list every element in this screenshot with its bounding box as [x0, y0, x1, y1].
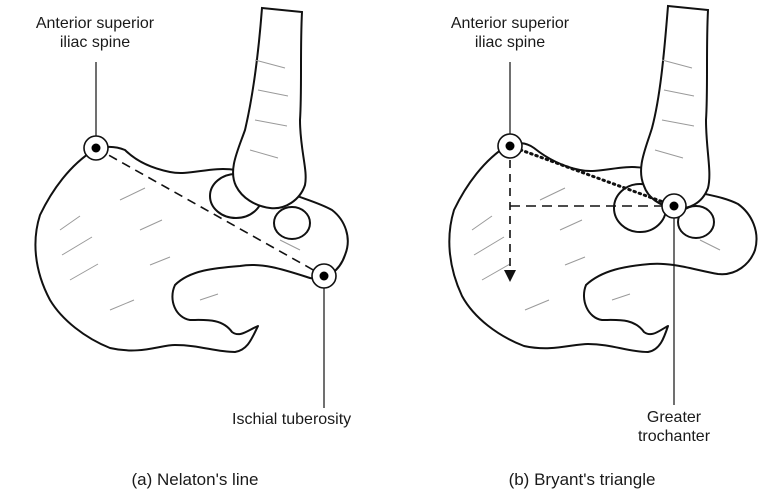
label-asis-b-line1: Anterior superior	[451, 14, 569, 33]
caption-b: (b) Bryant's triangle	[509, 470, 656, 490]
pelvis-outline-b	[449, 143, 756, 352]
landmark-asis-a	[84, 136, 108, 160]
panel-a-illustration	[35, 8, 347, 408]
femur-shaft-b	[641, 6, 709, 208]
label-asis-a: Anterior superior iliac spine	[36, 14, 154, 52]
label-asis-a-line2: iliac spine	[36, 33, 154, 52]
caption-a: (a) Nelaton's line	[131, 470, 258, 490]
label-trochanter-line2: trochanter	[638, 427, 710, 446]
label-ischial-tuberosity: Ischial tuberosity	[232, 410, 351, 429]
landmark-greater-trochanter	[662, 194, 686, 218]
landmark-asis-b	[498, 134, 522, 158]
label-asis-b: Anterior superior iliac spine	[451, 14, 569, 52]
label-asis-a-line1: Anterior superior	[36, 14, 154, 33]
landmark-ischial-tuberosity	[312, 264, 336, 288]
label-greater-trochanter: Greater trochanter	[638, 408, 710, 446]
label-asis-b-line2: iliac spine	[451, 33, 569, 52]
obturator-a	[274, 207, 310, 239]
panel-b-illustration	[449, 6, 756, 405]
femur-shaft-a	[233, 8, 306, 208]
label-trochanter-line1: Greater	[638, 408, 710, 427]
